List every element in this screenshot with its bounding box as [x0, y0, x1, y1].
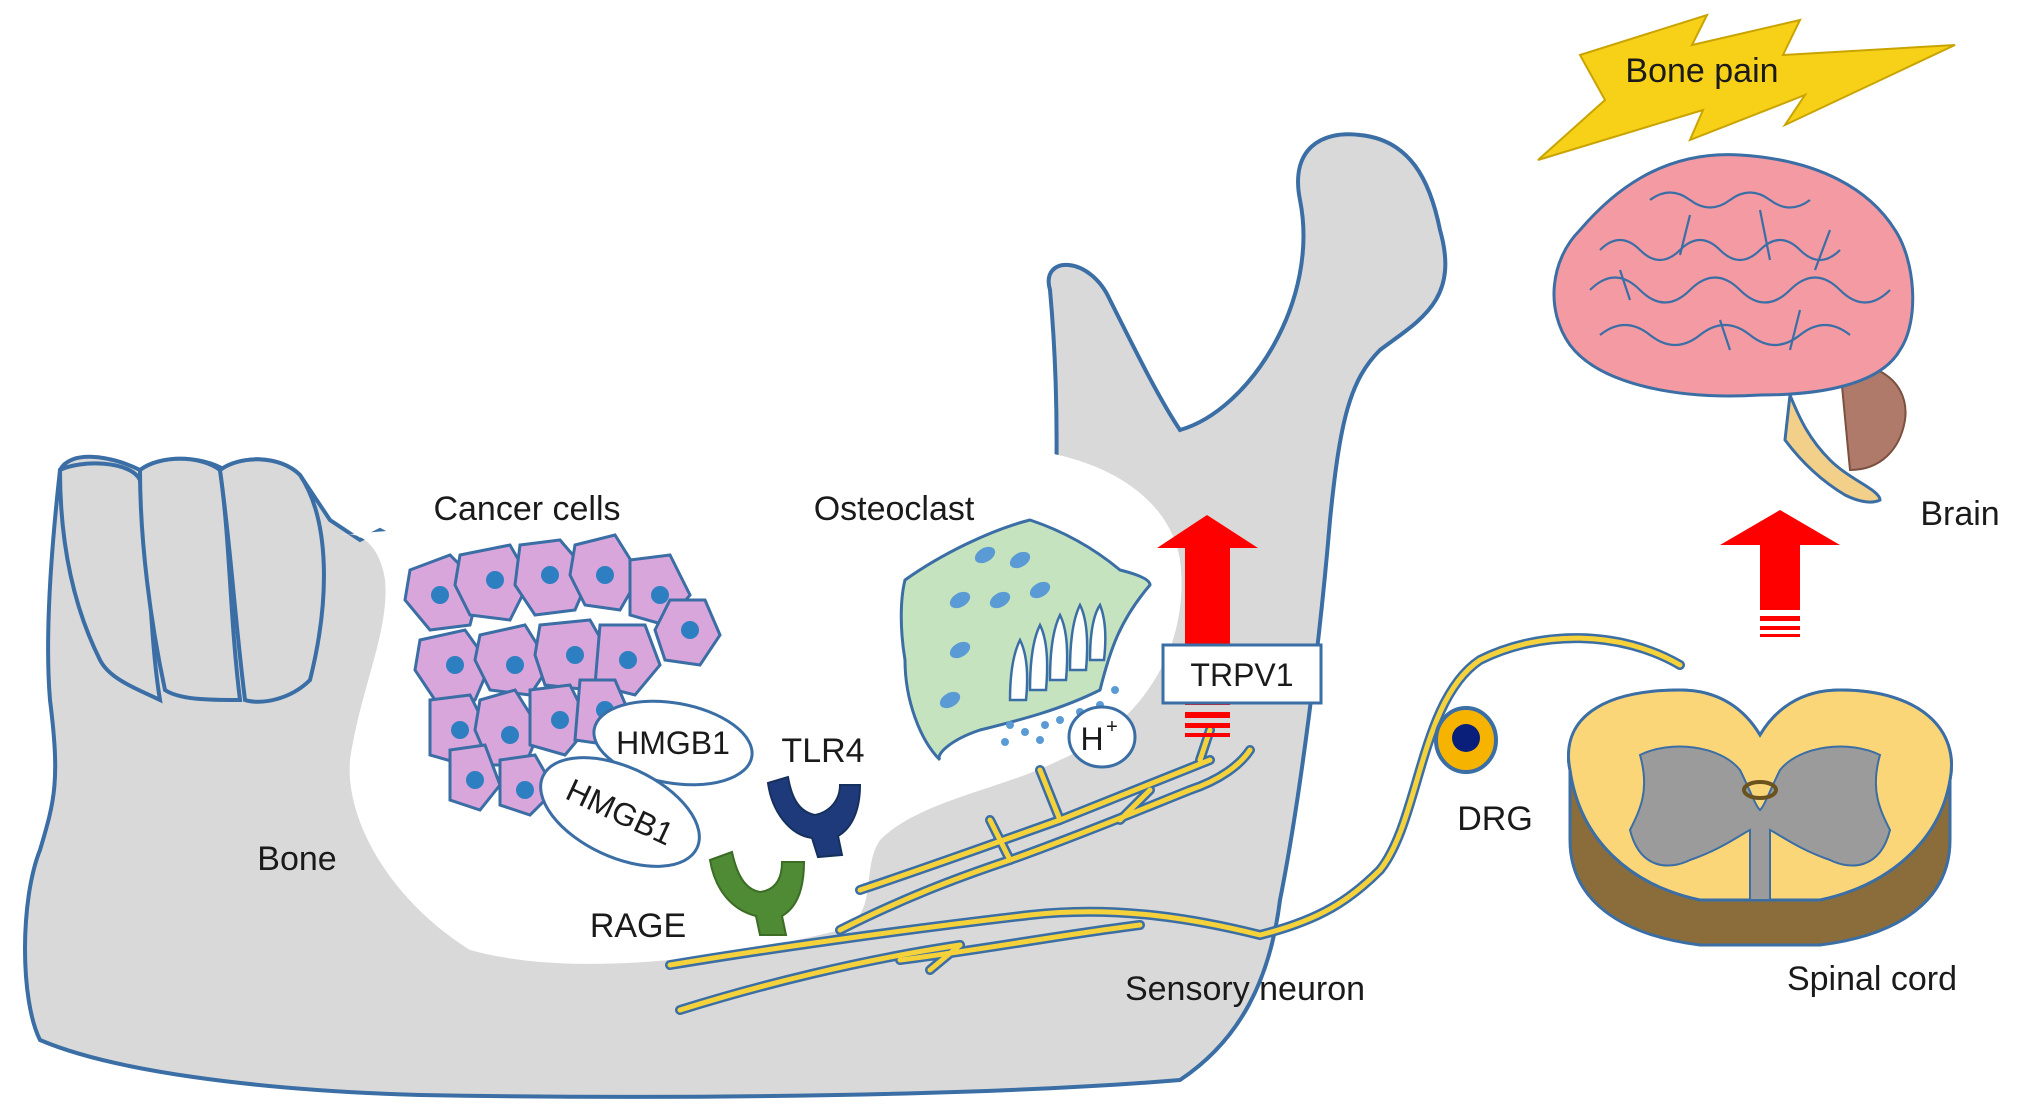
proton-charge: + — [1106, 716, 1118, 738]
trpv1-channel: TRPV1 — [1161, 643, 1323, 705]
tlr4-receptor — [766, 775, 862, 859]
rage-receptor — [708, 850, 806, 936]
tlr4-label: TLR4 — [781, 732, 864, 770]
drg-ganglion — [1434, 706, 1498, 774]
osteoclast-cell — [899, 518, 1152, 762]
cancer-cells-label: Cancer cells — [433, 490, 620, 528]
proton-ion: H + — [1067, 705, 1137, 769]
rage-label: RAGE — [590, 907, 686, 945]
sensory-neuron-label: Sensory neuron — [1125, 970, 1365, 1008]
bone-label: Bone — [257, 840, 336, 878]
brain-illustration — [1552, 153, 1915, 504]
up-arrow-brain — [1720, 510, 1840, 637]
bone-pain-label: Bone pain — [1625, 52, 1778, 90]
brain-label: Brain — [1920, 495, 1999, 533]
spinal-cord — [1567, 688, 1953, 947]
proton-label: H — [1080, 721, 1103, 757]
osteoclast-label: Osteoclast — [814, 490, 975, 528]
hmgb1-upper-label: HMGB1 — [616, 725, 730, 761]
sensory-neuron-branches — [665, 633, 1685, 1015]
hmgb1-upper: HMGB1 — [592, 699, 754, 787]
hmgb1-lower: HMGB1 — [539, 756, 701, 868]
bone-pain-lightning: Bone pain — [1537, 13, 1956, 161]
spinal-cord-label: Spinal cord — [1787, 960, 1957, 998]
cancer-cell-cluster — [403, 533, 722, 817]
drg-label: DRG — [1457, 800, 1533, 838]
trpv1-label: TRPV1 — [1190, 657, 1293, 693]
